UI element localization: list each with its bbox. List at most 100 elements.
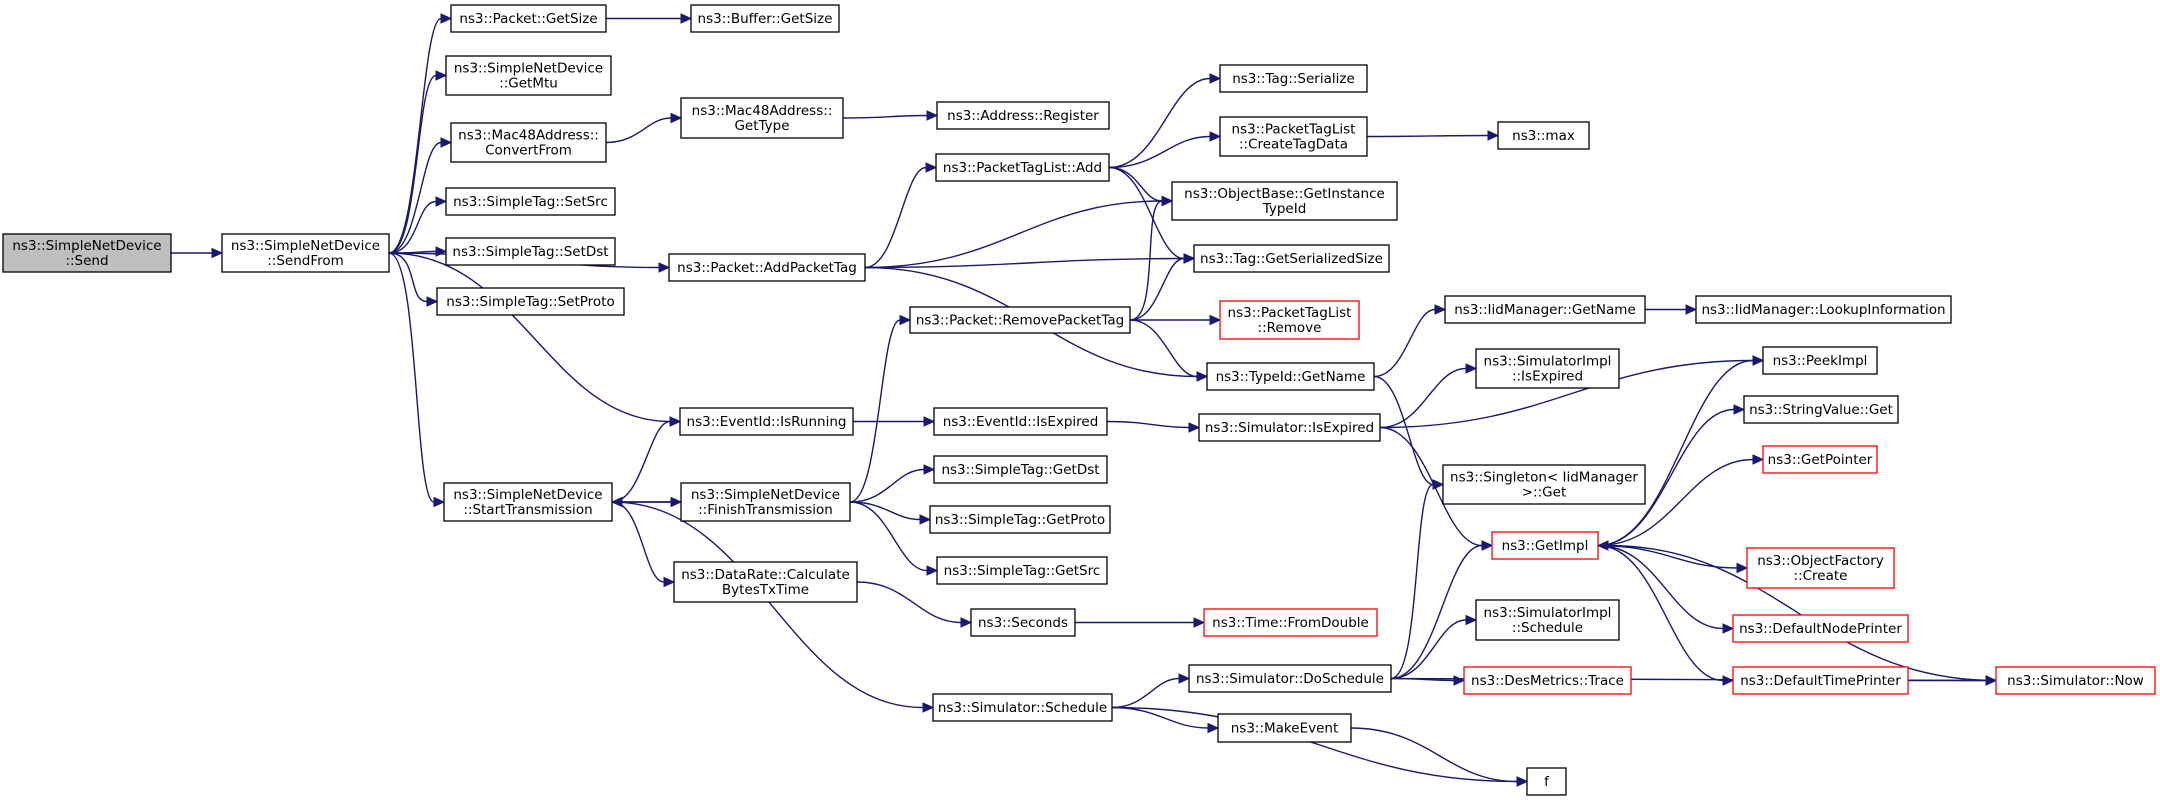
node-label: ns3::Packet::AddPacketTag	[677, 260, 857, 276]
node-label: ns3::EventId::IsExpired	[943, 414, 1099, 430]
node-iid-getname[interactable]: ns3::IidManager::GetName	[1444, 295, 1646, 324]
node-label: ns3::SimpleNetDevice	[454, 61, 603, 77]
node-fromdouble[interactable]: ns3::Time::FromDouble	[1203, 608, 1378, 637]
node-getpointer[interactable]: ns3::GetPointer	[1762, 445, 1878, 474]
node-setproto[interactable]: ns3::SimpleTag::SetProto	[436, 287, 625, 316]
edge-removepackettag-to-getserializedsize	[1129, 253, 1196, 321]
edge-seconds-to-fromdouble	[1075, 617, 1206, 628]
node-gettype[interactable]: ns3::Mac48Address::GetType	[680, 97, 844, 139]
node-label: ns3::StringValue::Get	[1749, 402, 1893, 418]
edge-finishtx-to-getdst	[849, 464, 936, 503]
node-getproto[interactable]: ns3::SimpleTag::GetProto	[929, 505, 1111, 534]
node-stringvalue-get[interactable]: ns3::StringValue::Get	[1743, 395, 1899, 424]
node-setsrc[interactable]: ns3::SimpleTag::SetSrc	[445, 187, 616, 216]
node-label: ns3::Packet::GetSize	[459, 11, 597, 27]
node-label: ::Create	[1794, 568, 1848, 584]
node-label: ns3::GetPointer	[1768, 452, 1873, 468]
arrowhead-icon	[1453, 675, 1466, 686]
node-label: ns3::SimpleTag::GetSrc	[944, 563, 1101, 579]
arrowhead-icon	[899, 314, 912, 326]
arrowhead-icon	[1161, 195, 1174, 207]
node-finishtx[interactable]: ns3::SimpleNetDevice::FinishTransmission	[680, 482, 851, 522]
arrowhead-icon	[658, 262, 671, 273]
node-label: ns3::Seconds	[978, 615, 1068, 631]
node-label: ns3::DesMetrics::Trace	[1471, 673, 1624, 689]
node-lookupinfo[interactable]: ns3::IidManager::LookupInformation	[1695, 295, 1952, 324]
edge-finishtx-to-getsrc	[849, 501, 939, 576]
node-eventid-isexpired[interactable]: ns3::EventId::IsExpired	[933, 407, 1108, 436]
node-simimpl-schedule[interactable]: ns3::SimulatorImpl::Schedule	[1475, 599, 1620, 641]
node-isrunning[interactable]: ns3::EventId::IsRunning	[679, 407, 854, 436]
node-send[interactable]: ns3::SimpleNetDevice::Send	[2, 233, 172, 273]
node-f[interactable]: f	[1526, 767, 1567, 796]
node-convertfrom[interactable]: ns3::Mac48Address::ConvertFrom	[450, 122, 607, 163]
node-singleton-get[interactable]: ns3::Singleton< IidManager>::Get	[1442, 464, 1646, 505]
node-addpackettag[interactable]: ns3::Packet::AddPacketTag	[668, 253, 866, 282]
arrowhead-icon	[960, 617, 973, 628]
node-sim-schedule[interactable]: ns3::Simulator::Schedule	[932, 693, 1113, 722]
edge-getimpl-to-defaultnodeprinter	[1597, 544, 1735, 634]
arrowhead-icon	[1196, 371, 1209, 382]
node-label: ::CreateTagData	[1239, 137, 1348, 153]
node-removepackettag[interactable]: ns3::Packet::RemovePacketTag	[909, 306, 1131, 334]
node-simimpl-isexpired[interactable]: ns3::SimulatorImpl::IsExpired	[1475, 348, 1620, 389]
node-label: BytesTxTime	[722, 582, 809, 598]
node-sim-isexpired[interactable]: ns3::Simulator::IsExpired	[1198, 413, 1381, 442]
node-label: ns3::Buffer::GetSize	[698, 11, 833, 27]
edge-addpackettag-to-ptl_add	[864, 162, 938, 269]
node-max[interactable]: ns3::max	[1497, 121, 1590, 150]
node-addr-register[interactable]: ns3::Address::Register	[936, 101, 1110, 130]
node-label: ::StartTransmission	[463, 502, 592, 518]
arrowhead-icon	[1188, 422, 1201, 433]
node-ptl-remove[interactable]: ns3::PacketTagList::Remove	[1219, 300, 1360, 340]
node-label: ns3::IidManager::GetName	[1454, 302, 1636, 318]
edge-makeevent-to-f	[1350, 727, 1529, 787]
node-label: ::IsExpired	[1512, 369, 1583, 385]
node-label: ns3::max	[1512, 128, 1575, 144]
node-peekimpl[interactable]: ns3::PeekImpl	[1762, 346, 1878, 375]
node-getimpl[interactable]: ns3::GetImpl	[1491, 531, 1599, 560]
node-label: ns3::Tag::GetSerializedSize	[1200, 251, 1383, 267]
node-seconds[interactable]: ns3::Seconds	[970, 608, 1076, 637]
node-label: ::FinishTransmission	[698, 502, 833, 518]
edge-sim_schedule-to-doschedule	[1111, 673, 1191, 709]
node-objfactory-create[interactable]: ns3::ObjectFactory::Create	[1746, 547, 1895, 589]
node-sim-now[interactable]: ns3::Simulator::Now	[1995, 666, 2156, 695]
edge-send-to-sendfrom	[171, 247, 224, 259]
edge-iid_getname-to-lookupinfo	[1645, 304, 1698, 315]
node-createtagdata[interactable]: ns3::PacketTagList::CreateTagData	[1219, 116, 1368, 157]
node-ptl-add[interactable]: ns3::PacketTagList::Add	[935, 153, 1110, 182]
node-typeid-getname[interactable]: ns3::TypeId::GetName	[1206, 362, 1375, 391]
arrowhead-icon	[1209, 131, 1222, 142]
node-getserializedsize[interactable]: ns3::Tag::GetSerializedSize	[1193, 244, 1390, 273]
node-desmetrics-trace[interactable]: ns3::DesMetrics::Trace	[1463, 666, 1632, 695]
edge-finishtx-to-getproto	[849, 501, 932, 525]
edge-finishtx-to-removepackettag	[849, 314, 912, 503]
node-setdst[interactable]: ns3::SimpleTag::SetDst	[445, 237, 616, 266]
node-label: ns3::SimpleTag::GetDst	[941, 462, 1099, 478]
edge-sim_isexpired-to-simimpl_isexpired	[1379, 363, 1478, 429]
node-buf-getsize[interactable]: ns3::Buffer::GetSize	[690, 4, 840, 33]
arrowhead-icon	[669, 416, 682, 427]
arrowhead-icon	[1178, 673, 1191, 684]
node-getdst[interactable]: ns3::SimpleTag::GetDst	[933, 455, 1108, 484]
node-sendfrom[interactable]: ns3::SimpleNetDevice::SendFrom	[221, 233, 390, 273]
node-label: ns3::Mac48Address::	[692, 103, 833, 119]
node-label: ns3::SimpleNetDevice	[691, 487, 840, 503]
node-makeevent[interactable]: ns3::MakeEvent	[1217, 713, 1352, 743]
node-getsrc[interactable]: ns3::SimpleTag::GetSrc	[936, 556, 1108, 585]
node-label: ns3::PacketTagList	[1228, 305, 1352, 321]
arrowhead-icon	[1207, 722, 1220, 734]
node-defaultnodeprinter[interactable]: ns3::DefaultNodePrinter	[1732, 614, 1909, 643]
node-getmtu[interactable]: ns3::SimpleNetDevice::GetMtu	[445, 55, 612, 96]
edge-sendfrom-to-isrunning	[388, 252, 682, 427]
node-defaulttimeprinter[interactable]: ns3::DefaultTimePrinter	[1732, 666, 1909, 695]
node-starttx[interactable]: ns3::SimpleNetDevice::StartTransmission	[443, 482, 613, 522]
node-pkt-getsize[interactable]: ns3::Packet::GetSize	[450, 4, 607, 33]
edge-removepackettag-to-typeid_getname	[1129, 319, 1209, 382]
node-doschedule[interactable]: ns3::Simulator::DoSchedule	[1188, 664, 1392, 693]
node-tag-serialize[interactable]: ns3::Tag::Serialize	[1219, 64, 1368, 93]
arrowhead-icon	[1722, 675, 1735, 686]
